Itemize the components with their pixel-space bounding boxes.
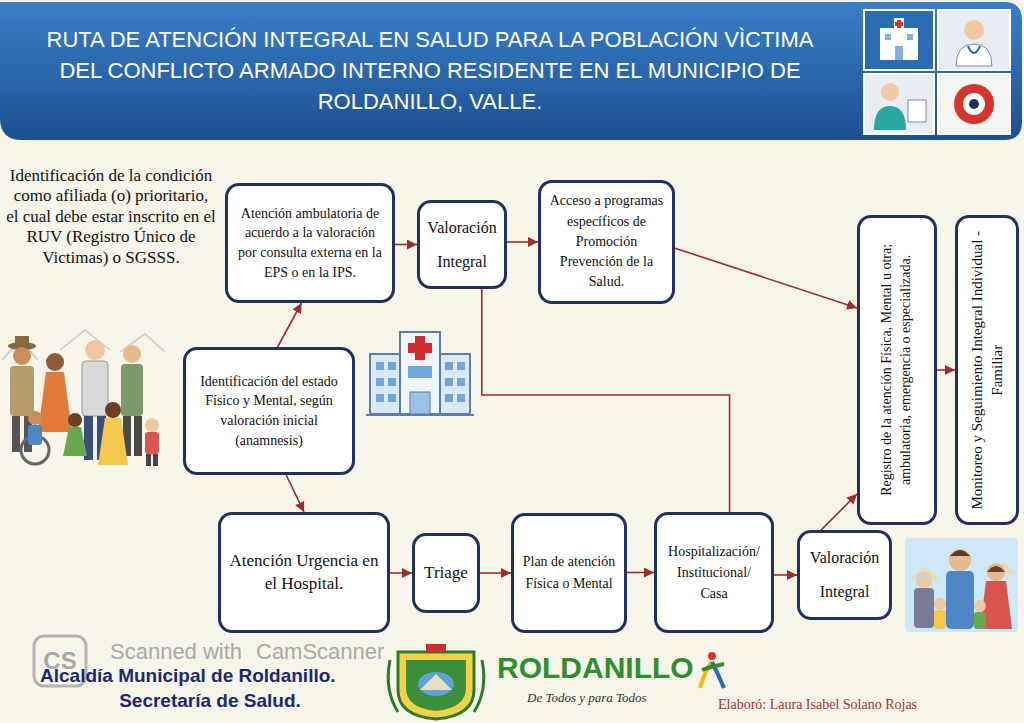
node-text: Plan de atención Física o Mental xyxy=(520,551,618,596)
node-text: Hospitalización/ Institucional/ Casa xyxy=(663,541,765,604)
text-block: Valoración Integral xyxy=(806,541,883,608)
condition-note: Identificación de la condición como afil… xyxy=(6,166,216,268)
node-text: Registro de la atención Física, Mental u… xyxy=(878,228,916,512)
family-illustration xyxy=(905,538,1018,632)
author-credit: Elaboró: Laura Isabel Solano Rojas xyxy=(718,697,917,714)
vertical-process-box: Monitoreo y Seguimiento Integral Individ… xyxy=(955,215,1019,525)
flow-arrow xyxy=(390,572,412,574)
coat-of-arms xyxy=(388,644,484,719)
process-box: Hospitalización/ Institucional/ Casa xyxy=(654,512,774,633)
text-block: Monitoreo y Seguimiento Integral Individ… xyxy=(967,228,1008,512)
process-box: Identificación del estado Físico y Menta… xyxy=(183,347,355,475)
text-block: Plan de atención Física o Mental xyxy=(520,551,618,596)
slogan: De Todos y para Todos xyxy=(527,690,647,706)
text-block: Hospitalización/ Institucional/ Casa xyxy=(663,541,765,604)
node-text: Valoración Integral xyxy=(806,541,883,608)
health-icons xyxy=(864,10,1010,134)
flow-arrow xyxy=(937,369,955,371)
flow-arrow xyxy=(482,289,730,512)
flow-arrow xyxy=(627,572,654,574)
people-illustration xyxy=(2,330,165,466)
node-text: Triage xyxy=(421,562,471,584)
process-box: Valoración Integral xyxy=(417,200,507,289)
node-text: Acceso a programas específicos de Promoc… xyxy=(547,191,666,292)
flow-arrow xyxy=(675,248,857,308)
process-box: Triage xyxy=(412,533,480,613)
process-box: Plan de atención Física o Mental xyxy=(511,513,627,633)
flow-arrow xyxy=(821,494,857,530)
text-block: Identificación del estado Físico y Menta… xyxy=(192,372,346,450)
organization-name: Alcaldía Municipal de Roldanillo. xyxy=(40,665,380,687)
text-block: Registro de la atención Física, Mental u… xyxy=(878,228,916,512)
node-text: Valoración Integral xyxy=(426,211,498,278)
hospital-illustration xyxy=(366,332,474,415)
flow-arrow xyxy=(507,241,538,243)
title-text: RUTA DE ATENCIÓN INTEGRAL EN SALUD PARA … xyxy=(40,25,820,117)
text-block: Triage xyxy=(421,562,471,584)
watermark: Scanned with xyxy=(110,640,242,664)
vertical-process-box: Registro de la atención Física, Mental u… xyxy=(857,215,937,525)
process-box: Valoración Integral xyxy=(797,530,892,619)
flow-arrow xyxy=(278,303,302,347)
flow-arrow xyxy=(774,574,797,576)
flow-arrow xyxy=(480,572,511,574)
flow-arrow xyxy=(395,244,417,246)
text-block: Atención Urgencia en el Hospital. xyxy=(227,550,381,596)
process-box: Acceso a programas específicos de Promoc… xyxy=(538,180,675,303)
organization-name: Secretaría de Salud. xyxy=(40,690,380,712)
text-block: Valoración Integral xyxy=(426,211,498,278)
process-box: Atención Urgencia en el Hospital. xyxy=(218,512,390,633)
watermark: CamScanner xyxy=(256,640,384,664)
node-text: Atención Urgencia en el Hospital. xyxy=(227,550,381,596)
logo-text: ROLDANILLO xyxy=(497,651,694,686)
node-text: Monitoreo y Seguimiento Integral Individ… xyxy=(967,228,1008,512)
node-text: Atención ambulatoria de acuerdo a la val… xyxy=(234,204,386,282)
title-band xyxy=(0,2,1022,140)
text-block: Atención ambulatoria de acuerdo a la val… xyxy=(234,204,386,282)
flow-arrow xyxy=(286,475,304,512)
logo-figure xyxy=(700,652,724,688)
text-block: Acceso a programas específicos de Promoc… xyxy=(547,191,666,292)
node-text: Identificación del estado Físico y Menta… xyxy=(192,372,346,450)
process-box: Atención ambulatoria de acuerdo a la val… xyxy=(225,183,395,303)
